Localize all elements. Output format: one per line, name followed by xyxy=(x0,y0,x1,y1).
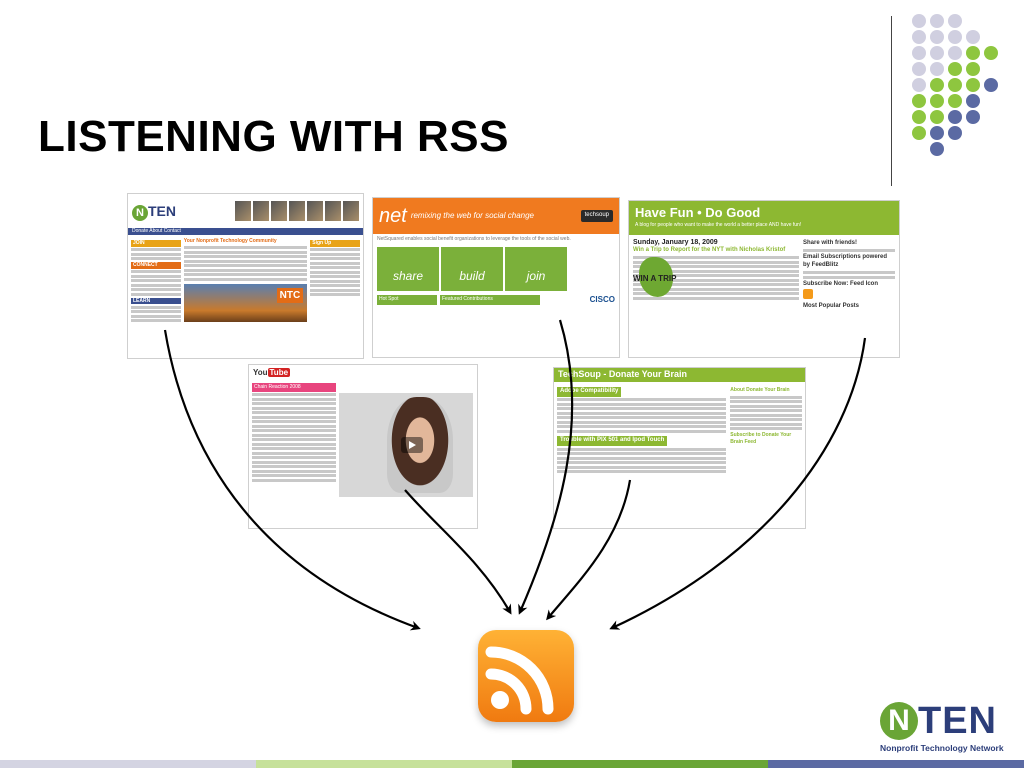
net-tile-build: build xyxy=(441,246,503,291)
screenshot-have-fun-do-good-blog: Have Fun • Do Good A blog for people who… xyxy=(628,200,900,358)
fun-blog-subtitle: A blog for people who want to make the w… xyxy=(635,221,802,228)
youtube-channel-name: Chain Reaction 2008 xyxy=(252,383,336,392)
nten-nav-bar: Donate About Contact xyxy=(128,228,363,235)
net-hot-spot: Hot Spot xyxy=(377,294,437,305)
net-tile-join: join xyxy=(505,246,567,291)
decorative-dot-grid xyxy=(912,14,1012,164)
decorative-dot xyxy=(930,110,944,124)
screenshot-netsquared-website: net remixing the web for social change t… xyxy=(372,197,620,358)
decorative-dot xyxy=(966,62,980,76)
screenshot-techsoup-blog: TechSoup - Donate Your Brain Adobe Compa… xyxy=(553,367,806,529)
decorative-dot xyxy=(948,30,962,44)
decorative-dot xyxy=(930,46,944,60)
fun-email-heading: Email Subscriptions powered by FeedBlitz xyxy=(803,254,888,269)
nten-join-block: JOIN xyxy=(131,240,181,247)
bottom-bar-segment xyxy=(256,760,512,768)
cisco-logo: CISCO xyxy=(589,294,615,304)
decorative-dot xyxy=(912,30,926,44)
decorative-dot xyxy=(948,110,962,124)
decorative-dot xyxy=(966,30,980,44)
decorative-dot xyxy=(912,94,926,108)
decorative-dot xyxy=(948,94,962,108)
decorative-dot xyxy=(912,46,926,60)
decorative-dot xyxy=(912,14,926,28)
techsoup-side-title: About Donate Your Brain xyxy=(730,387,790,393)
fun-subscribe-heading: Subscribe Now: Feed Icon xyxy=(803,280,879,287)
decorative-dot xyxy=(912,62,926,76)
decorative-dot xyxy=(948,46,962,60)
nten-learn-block: LEARN xyxy=(131,297,181,304)
decorative-dot xyxy=(966,94,980,108)
bottom-bar-segment xyxy=(0,760,256,768)
decorative-dot xyxy=(912,126,926,140)
decorative-dot xyxy=(984,78,998,92)
decorative-dot xyxy=(930,30,944,44)
fun-post-title: Win a Trip to Report for the NYT with Ni… xyxy=(633,247,786,254)
youtube-video-player xyxy=(338,393,473,497)
africa-illustration: WIN A TRIP xyxy=(633,256,687,301)
nten-photo-strip xyxy=(235,201,359,221)
bottom-color-bar xyxy=(0,760,1024,768)
bottom-bar-segment xyxy=(512,760,768,768)
techsoup-post-2-title: Trouble with PIX 501 and Ipod Touch xyxy=(557,436,668,447)
techsoup-blog-title: TechSoup - Donate Your Brain xyxy=(554,368,805,382)
decorative-dot xyxy=(930,126,944,140)
net-tagline: remixing the web for social change xyxy=(410,210,534,220)
rss-feed-icon xyxy=(803,288,813,299)
decorative-divider xyxy=(891,16,892,186)
nten-logo: N TEN Nonprofit Technology Network xyxy=(876,700,1018,760)
decorative-dot xyxy=(930,142,944,156)
nten-logo-n: N xyxy=(880,702,918,740)
nten-logo-word: TEN xyxy=(918,700,997,742)
decorative-dot xyxy=(912,110,926,124)
nten-signup-block: Sign Up xyxy=(310,240,361,247)
techsoup-badge: techsoup xyxy=(580,210,613,222)
decorative-dot xyxy=(948,126,962,140)
nten-ntc-banner: NTC xyxy=(183,283,308,322)
decorative-dot xyxy=(930,14,944,28)
net-featured: Featured Contributions xyxy=(440,294,540,305)
play-icon xyxy=(400,437,423,453)
decorative-dot xyxy=(966,78,980,92)
net-tile-share: share xyxy=(377,246,439,291)
fun-post-date: Sunday, January 18, 2009 xyxy=(633,239,718,246)
decorative-dot xyxy=(966,110,980,124)
net-logo: net xyxy=(379,205,407,227)
decorative-dot xyxy=(930,94,944,108)
nten-connect-block: CONNECT xyxy=(131,262,181,269)
decorative-dot xyxy=(948,78,962,92)
nten-logo-tagline: Nonprofit Technology Network xyxy=(880,743,1004,753)
nten-community-title: Your Nonprofit Technology Community xyxy=(183,238,277,244)
bottom-bar-segment xyxy=(768,760,1024,768)
decorative-dot xyxy=(948,62,962,76)
techsoup-post-1-title: Adobe Compatibility xyxy=(557,387,622,397)
decorative-dot xyxy=(930,78,944,92)
fun-popular-heading: Most Popular Posts xyxy=(803,303,860,310)
net-subtitle: NetSquared enables social benefit organi… xyxy=(377,236,571,242)
slide-title: LISTENING WITH RSS xyxy=(38,112,509,161)
decorative-dot xyxy=(912,78,926,92)
decorative-dot xyxy=(948,14,962,28)
techsoup-side-subscribe: Subscribe to Donate Your Brain Feed xyxy=(730,432,792,445)
decorative-dot xyxy=(984,46,998,60)
fun-share-heading: Share with friends! xyxy=(803,240,858,246)
rss-feed-icon xyxy=(478,630,574,722)
decorative-dot xyxy=(930,62,944,76)
decorative-dot xyxy=(966,46,980,60)
fun-blog-title: Have Fun • Do Good xyxy=(635,205,761,220)
